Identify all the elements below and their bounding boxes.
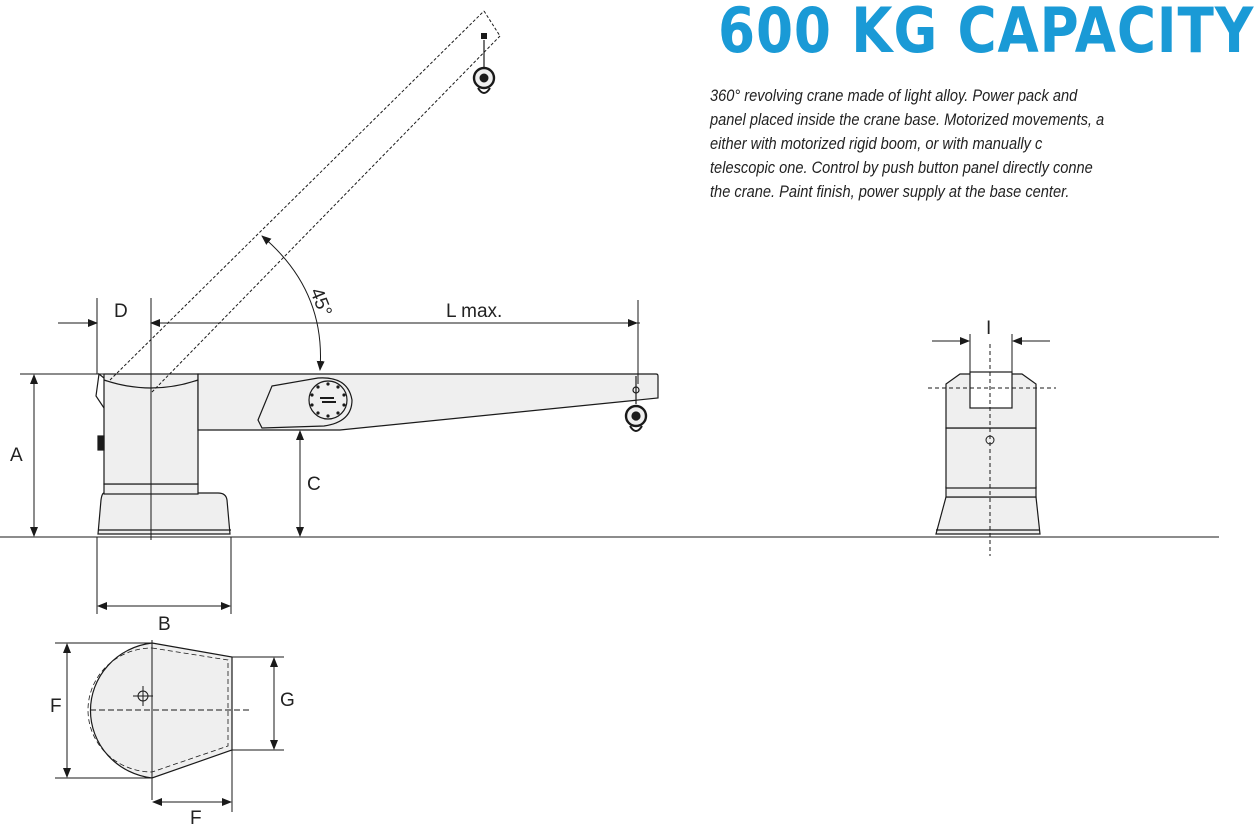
label-b: B	[158, 614, 171, 635]
angle-arc	[261, 235, 325, 371]
label-d: D	[114, 301, 128, 322]
label-a: A	[10, 445, 23, 466]
front-column	[945, 427, 1037, 489]
logo-stars	[310, 382, 346, 418]
label-i: I	[986, 318, 991, 339]
dimension-f-vertical	[55, 642, 152, 779]
label-c: C	[307, 474, 321, 495]
crane-front-view	[935, 371, 1041, 535]
label-f-horizontal: F	[190, 808, 202, 825]
label-f-vertical: F	[50, 696, 62, 717]
crane-side-view	[95, 372, 659, 535]
drawing-canvas: 45° D L max. A C	[0, 10, 1219, 825]
plan-base-outline	[89, 642, 233, 779]
crane-base-pedestal	[97, 492, 231, 535]
angle-label: 45°	[305, 285, 335, 320]
label-g: G	[280, 690, 295, 711]
front-view-axes	[928, 344, 1056, 556]
description-line-4: telescopic one. Control by push button p…	[710, 158, 1093, 177]
description-line-5: the crane. Paint finish, power supply at…	[710, 182, 1070, 201]
dimension-b	[96, 537, 232, 614]
raised-boom-outline	[104, 10, 501, 393]
boom-logo-icon	[308, 380, 348, 420]
raised-hook	[472, 33, 496, 94]
description-line-3: either with motorized rigid boom, or wit…	[710, 134, 1043, 153]
crane-description: 360° revolving crane made of light alloy…	[710, 84, 1174, 204]
dimension-a	[20, 373, 104, 537]
description-line-2: panel placed inside the crane base. Moto…	[710, 110, 1105, 129]
description-line-1: 360° revolving crane made of light alloy…	[710, 86, 1078, 105]
dimension-i	[932, 334, 1050, 372]
dimension-f-horizontal	[152, 750, 233, 812]
crane-plan-view	[87, 642, 233, 779]
label-l-max: L max.	[446, 301, 502, 322]
plan-view-axes	[90, 640, 250, 800]
dimension-g	[232, 656, 284, 751]
dimension-d	[58, 298, 640, 374]
front-base	[935, 496, 1041, 535]
dimension-l	[560, 300, 639, 384]
capacity-heading: 600 KG CAPACITY	[718, 0, 1254, 67]
